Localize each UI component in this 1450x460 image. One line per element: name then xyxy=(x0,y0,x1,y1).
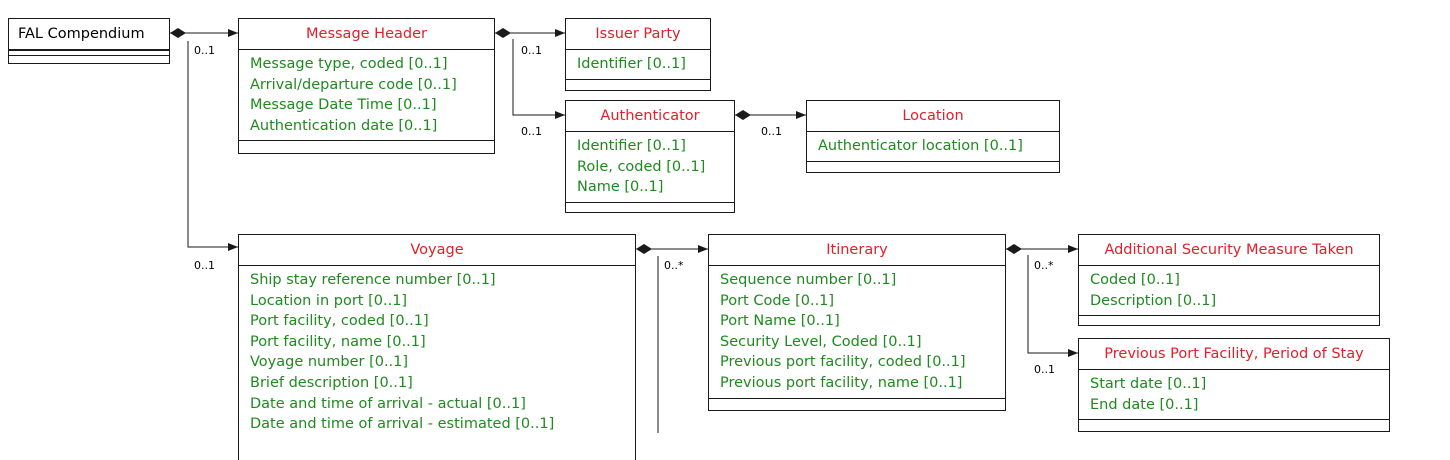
attribute-row: Name [0..1] xyxy=(577,179,664,196)
attribute-row: Port facility, coded [0..1] xyxy=(250,313,429,330)
connector-fal-voyage xyxy=(187,41,238,251)
multiplicity-label: 0..1 xyxy=(1034,363,1055,376)
operations-divider xyxy=(807,160,1059,162)
class-title: Voyage xyxy=(239,235,635,266)
attribute-row: Date and time of arrival - actual [0..1] xyxy=(250,395,526,412)
operations-divider xyxy=(9,50,169,51)
attribute-row: Previous port facility, name [0..1] xyxy=(720,374,963,391)
class-attributes: Identifier [0..1] Role, coded [0..1] Nam… xyxy=(566,132,734,202)
multiplicity-label: 0..* xyxy=(664,259,684,272)
multiplicity-label: 0..* xyxy=(1034,259,1054,272)
attribute-row: Sequence number [0..1] xyxy=(720,272,897,288)
class-attributes: Start date [0..1] End date [0..1] xyxy=(1079,370,1389,419)
class-location[interactable]: Location Authenticator location [0..1] xyxy=(806,100,1060,173)
multiplicity-label: 0..1 xyxy=(194,44,215,57)
multiplicity-label: 0..1 xyxy=(761,125,782,138)
class-title: FAL Compendium xyxy=(9,19,169,50)
class-attributes: Identifier [0..1] xyxy=(566,50,710,79)
attribute-row: Coded [0..1] xyxy=(1090,272,1180,288)
attribute-row: Port facility, name [0..1] xyxy=(250,333,426,350)
class-message-header[interactable]: Message Header Message type, coded [0..1… xyxy=(238,18,495,154)
attribute-row: Start date [0..1] xyxy=(1090,376,1207,392)
class-title: Location xyxy=(807,101,1059,132)
class-itinerary[interactable]: Itinerary Sequence number [0..1] Port Co… xyxy=(708,234,1006,411)
connector-itinerary-previous xyxy=(1027,255,1078,357)
connector-header-authenticator xyxy=(512,39,565,119)
operations-divider xyxy=(1079,419,1389,421)
class-title: Issuer Party xyxy=(566,19,710,50)
attribute-row: Message Date Time [0..1] xyxy=(250,97,437,114)
attribute-row: Port Name [0..1] xyxy=(720,313,840,330)
attribute-row: Security Level, Coded [0..1] xyxy=(720,333,922,350)
class-title: Itinerary xyxy=(709,235,1005,266)
attribute-row: End date [0..1] xyxy=(1090,396,1199,413)
operations-divider xyxy=(566,201,734,203)
class-previous-port-facility[interactable]: Previous Port Facility, Period of Stay S… xyxy=(1078,338,1390,432)
class-additional-security-measure[interactable]: Additional Security Measure Taken Coded … xyxy=(1078,234,1380,326)
class-attributes: Ship stay reference number [0..1] Locati… xyxy=(239,266,635,439)
multiplicity-label: 0..1 xyxy=(521,125,542,138)
attribute-row: Location in port [0..1] xyxy=(250,292,408,309)
operations-divider xyxy=(566,78,710,80)
attribute-row: Port Code [0..1] xyxy=(720,292,835,309)
attribute-row: Authentication date [0..1] xyxy=(250,117,438,134)
operations-divider xyxy=(239,140,494,142)
class-voyage[interactable]: Voyage Ship stay reference number [0..1]… xyxy=(238,234,636,460)
multiplicity-label: 0..1 xyxy=(194,259,215,272)
attribute-row: Voyage number [0..1] xyxy=(250,354,409,371)
class-title: Previous Port Facility, Period of Stay xyxy=(1079,339,1389,370)
class-fal-compendium[interactable]: FAL Compendium xyxy=(8,18,170,64)
attribute-row: Date and time of arrival - estimated [0.… xyxy=(250,416,555,433)
attribute-row: Identifier [0..1] xyxy=(577,138,686,154)
class-attributes: Sequence number [0..1] Port Code [0..1] … xyxy=(709,266,1005,398)
class-issuer-party[interactable]: Issuer Party Identifier [0..1] xyxy=(565,18,711,91)
operations-divider xyxy=(709,397,1005,399)
attribute-row: Brief description [0..1] xyxy=(250,374,413,391)
attribute-row: Message type, coded [0..1] xyxy=(250,56,448,72)
attribute-row: Arrival/departure code [0..1] xyxy=(250,76,457,93)
class-title: Authenticator xyxy=(566,101,734,132)
attribute-row: Identifier [0..1] xyxy=(577,56,686,72)
attribute-row: Authenticator location [0..1] xyxy=(818,138,1023,154)
class-attributes: Authenticator location [0..1] xyxy=(807,132,1059,161)
attribute-row: Ship stay reference number [0..1] xyxy=(250,272,496,288)
attribute-row: Role, coded [0..1] xyxy=(577,158,706,175)
operations-divider xyxy=(9,55,169,56)
attribute-row: Previous port facility, coded [0..1] xyxy=(720,354,966,371)
attribute-row: Description [0..1] xyxy=(1090,292,1217,309)
class-attributes: Message type, coded [0..1] Arrival/depar… xyxy=(239,50,494,140)
class-title: Additional Security Measure Taken xyxy=(1079,235,1379,266)
multiplicity-label: 0..1 xyxy=(521,44,542,57)
class-attributes: Coded [0..1] Description [0..1] xyxy=(1079,266,1379,315)
class-title: Message Header xyxy=(239,19,494,50)
class-authenticator[interactable]: Authenticator Identifier [0..1] Role, co… xyxy=(565,100,735,213)
operations-divider xyxy=(1079,315,1379,317)
